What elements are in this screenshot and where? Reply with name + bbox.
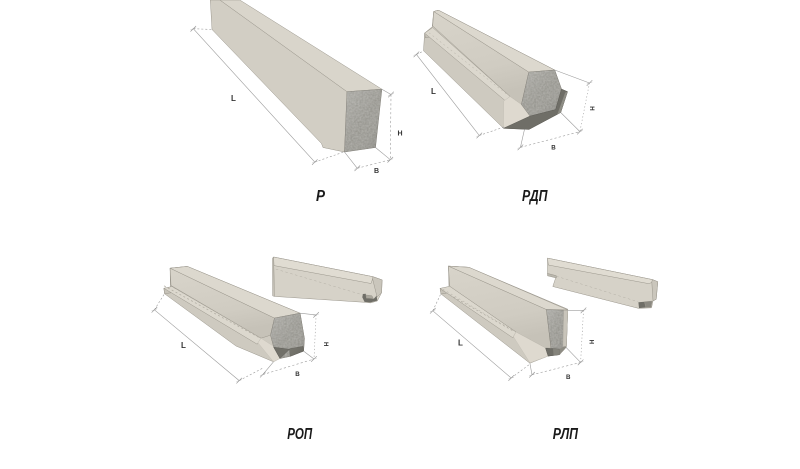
svg-text:B: B [551,144,556,151]
svg-text:B: B [374,168,379,175]
svg-text:B: B [295,371,300,378]
svg-text:H: H [588,106,595,111]
svg-text:L: L [231,94,236,103]
svg-text:РОП: РОП [287,426,312,443]
svg-text:L: L [458,339,463,348]
svg-text:L: L [431,87,436,96]
svg-text:Р: Р [316,188,325,205]
svg-text:L: L [181,341,186,350]
svg-text:РЛП: РЛП [553,426,579,443]
svg-text:H: H [588,340,595,345]
svg-text:H: H [398,131,403,138]
svg-text:B: B [566,374,571,381]
svg-text:H: H [322,342,329,347]
svg-text:РДП: РДП [522,188,548,205]
